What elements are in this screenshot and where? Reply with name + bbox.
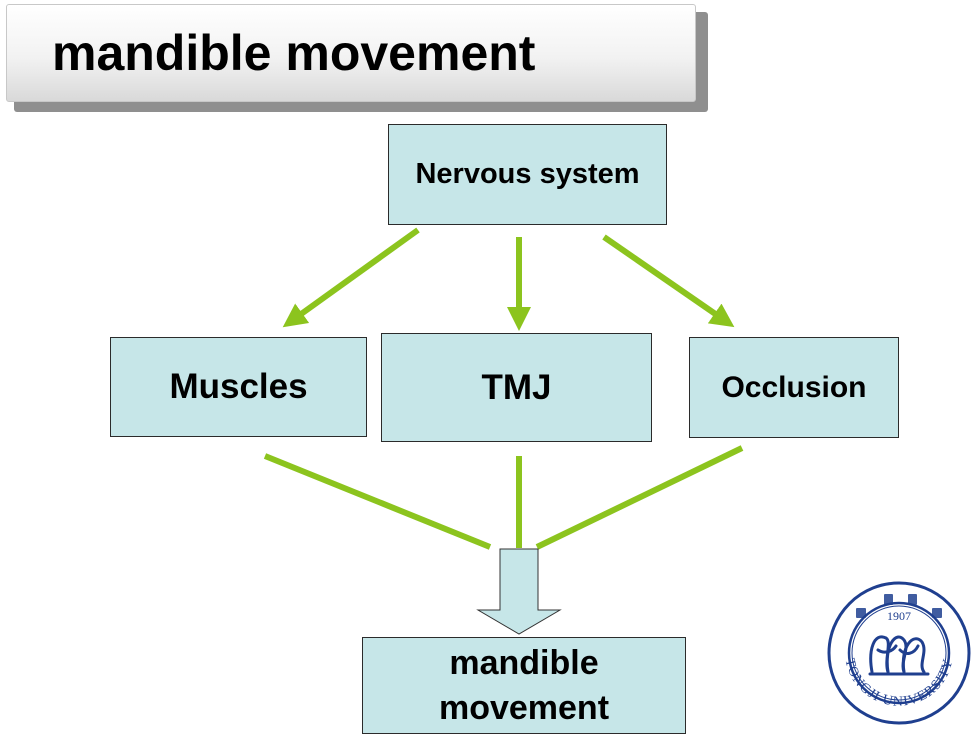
seal-year: 1907 [887,609,911,623]
node-muscles: Muscles [110,337,367,437]
node-tmj: TMJ [381,333,652,442]
block-arrow-down [476,548,562,635]
node-mandible-movement: mandible movement [362,637,686,734]
line-muscles-to-result [263,453,492,550]
slide-title: mandible movement [52,25,536,81]
title-bar [6,4,696,102]
arrow-nervous-to-muscles [282,227,420,328]
tongji-university-seal-icon: TONGJI UNIVERSITY 1907 [827,581,971,725]
node-nervous-system: Nervous system [388,124,667,225]
arrow-nervous-to-occlusion [602,234,735,328]
node-occlusion: Occlusion [689,337,899,438]
line-occlusion-to-result [535,445,744,550]
